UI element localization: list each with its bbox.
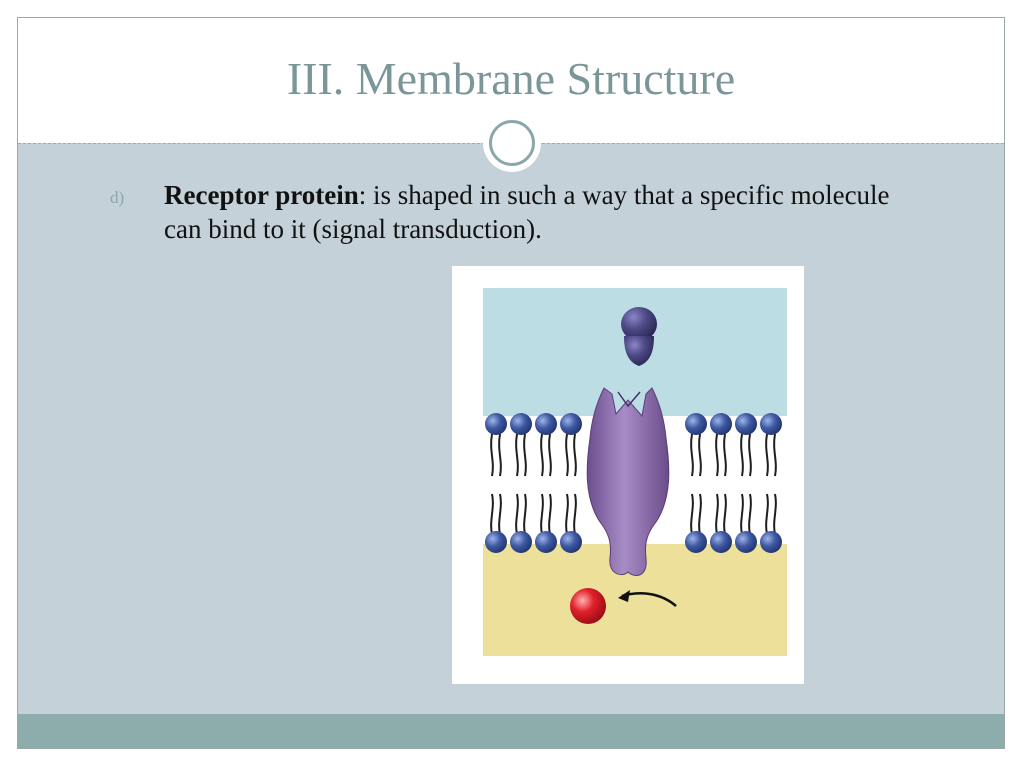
bullet-term: Receptor protein — [164, 180, 359, 210]
relay-molecule-icon — [570, 588, 606, 624]
lipid-tail — [773, 493, 777, 535]
lipid-tail — [565, 433, 569, 477]
phospholipid-head — [710, 531, 732, 553]
lipid-tail — [548, 493, 552, 535]
lipid-tail — [523, 493, 527, 535]
lipid-tail — [765, 493, 769, 535]
lipid-tail — [773, 433, 777, 477]
receptor-protein-icon — [586, 387, 670, 576]
lipid-tail — [540, 493, 544, 535]
top-phospholipid-heads — [485, 413, 782, 435]
bullet-text: Receptor protein: is shaped in such a wa… — [164, 178, 924, 246]
phospholipid-head — [735, 413, 757, 435]
receptor-protein-figure — [452, 266, 804, 684]
phospholipid-head — [710, 413, 732, 435]
phospholipid-head — [760, 413, 782, 435]
phospholipid-head — [685, 413, 707, 435]
lipid-tails — [490, 433, 777, 535]
lipid-tail — [490, 493, 494, 535]
lipid-tail — [740, 433, 744, 477]
lipid-tail — [723, 433, 727, 477]
lipid-tail — [565, 493, 569, 535]
bottom-phospholipid-heads — [485, 531, 782, 553]
lipid-tail — [573, 493, 577, 535]
slide: III. Membrane Structure d) Receptor prot… — [17, 17, 1005, 749]
circle-ornament-icon — [489, 120, 535, 166]
phospholipid-head — [685, 531, 707, 553]
lipid-tail — [698, 433, 702, 477]
phospholipid-head — [560, 413, 582, 435]
phospholipid-head — [560, 531, 582, 553]
lipid-tail — [715, 493, 719, 535]
phospholipid-head — [485, 413, 507, 435]
phospholipid-head — [760, 531, 782, 553]
lipid-tail — [548, 433, 552, 477]
lipid-tail — [690, 493, 694, 535]
binding-site — [617, 391, 641, 408]
phospholipid-head — [485, 531, 507, 553]
lipid-tail — [573, 433, 577, 477]
lipid-tail — [715, 433, 719, 477]
phospholipid-head — [510, 413, 532, 435]
lipid-tail — [748, 433, 752, 477]
lipid-tail — [540, 433, 544, 477]
arrow-head-icon — [618, 590, 630, 602]
lipid-tail — [690, 433, 694, 477]
lipid-tail — [490, 433, 494, 477]
lipid-tail — [748, 493, 752, 535]
lipid-tail — [523, 433, 527, 477]
phospholipid-head — [510, 531, 532, 553]
bullet-marker: d) — [110, 188, 125, 207]
signal-molecule-icon — [621, 307, 657, 366]
lipid-tail — [498, 433, 502, 477]
phospholipid-head — [535, 413, 557, 435]
receptor-protein-illustration — [483, 288, 787, 656]
phospholipid-head — [735, 531, 757, 553]
divider-ornament — [483, 114, 541, 172]
lipid-tail — [498, 493, 502, 535]
phospholipid-head — [535, 531, 557, 553]
bullet-description: : is shaped in such a way that a specifi… — [164, 180, 890, 244]
footer-bar — [18, 714, 1004, 748]
lipid-tail — [515, 493, 519, 535]
lipid-tail — [515, 433, 519, 477]
lipid-tail — [698, 493, 702, 535]
lipid-tail — [740, 493, 744, 535]
lipid-tail — [723, 493, 727, 535]
slide-title: III. Membrane Structure — [286, 53, 736, 104]
lipid-tail — [765, 433, 769, 477]
